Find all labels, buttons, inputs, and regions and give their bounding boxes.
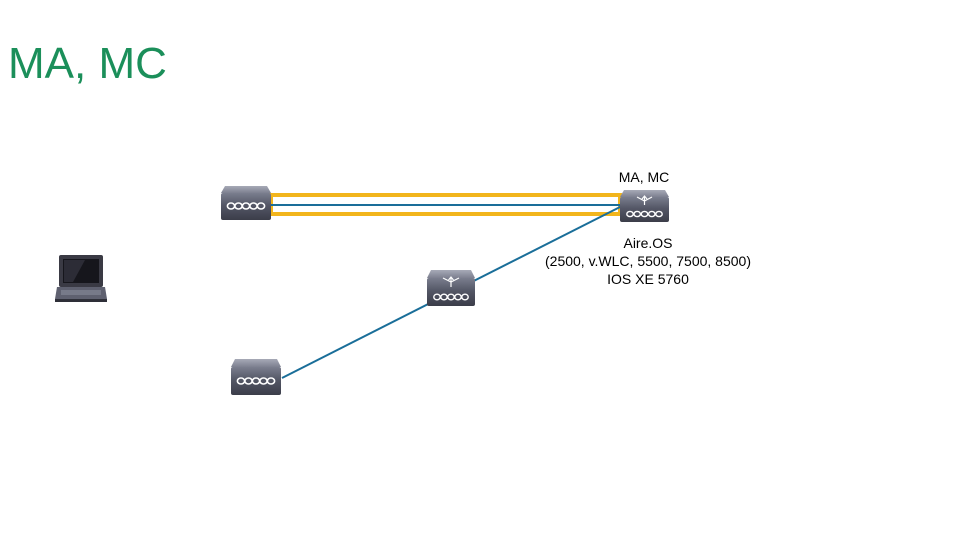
wireless-controller-icon[interactable] [620, 190, 669, 222]
switch-icon[interactable] [231, 359, 281, 395]
switch-icon[interactable] [221, 186, 271, 220]
laptop-icon[interactable] [55, 255, 107, 302]
wireless-controller-icon[interactable] [427, 270, 475, 306]
controller-os-label: Aire.OS [623, 235, 673, 251]
slide-title: MA, MC [8, 39, 167, 88]
controller-role-label: MA, MC [618, 169, 670, 185]
controller-models-label: (2500, v.WLC, 5500, 7500, 8500) [545, 253, 751, 269]
controller-model-labels: Aire.OS (2500, v.WLC, 5500, 7500, 8500) … [514, 234, 782, 288]
controller-iosxe-label: IOS XE 5760 [607, 271, 689, 287]
